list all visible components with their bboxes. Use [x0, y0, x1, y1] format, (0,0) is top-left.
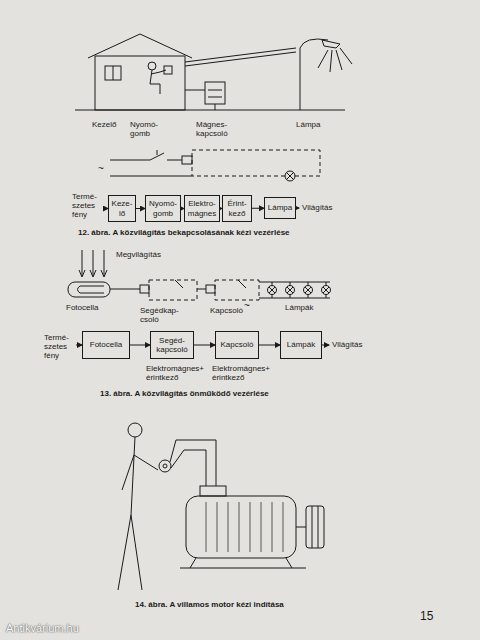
box-text: Nyomó- gomb — [148, 199, 178, 217]
watermark: Antikvárium.hu — [6, 622, 79, 635]
connector-arrow — [194, 345, 215, 346]
label-text: Nyomó- gomb — [130, 120, 160, 138]
motor-fin — [261, 502, 262, 552]
label-text: Fotocella — [66, 303, 98, 312]
process-box: Lámpák — [280, 331, 322, 359]
process-box: Segéd- kapcsoló — [150, 331, 194, 359]
output-arrow — [322, 345, 329, 346]
label-text: Lámpák — [285, 303, 313, 312]
label-text: Megvilágítás — [116, 250, 161, 259]
motor-fin — [239, 502, 240, 552]
label-text: Mágnes- kapcsoló — [196, 120, 238, 138]
label-text: ~ — [98, 163, 104, 175]
box-text: Kapcsoló — [221, 340, 254, 349]
label-text: Világítás — [332, 340, 363, 349]
box-text: Segéd- kapcsoló — [153, 336, 191, 354]
motor-fin — [228, 502, 229, 552]
process-box: Lámpa — [264, 197, 296, 219]
process-box: Kapcsoló — [215, 331, 259, 359]
motor-fin — [250, 502, 251, 552]
figure-caption: 12. ábra. A közvilágítás bekapcsolásának… — [78, 228, 290, 237]
process-box: Elektro- mágnes — [184, 195, 220, 222]
label-text: Kapcsoló — [210, 306, 243, 315]
process-box: Fotocella — [82, 331, 130, 359]
label-text: Lámpa — [296, 120, 320, 129]
label-text: Elektromágnes+ érintkező — [212, 364, 270, 382]
connector-arrow — [259, 345, 280, 346]
label-text: Segédkap- csoló — [140, 306, 182, 324]
process-box: Keze- lő — [108, 195, 136, 222]
process-box: Nyomó- gomb — [145, 195, 181, 222]
connector-arrow — [252, 208, 264, 209]
label-text: Világítás — [302, 203, 333, 212]
box-text: Lámpa — [268, 203, 292, 212]
box-text: Érint- kező — [225, 199, 249, 217]
label-text: 15 — [420, 610, 433, 624]
label-text: Kezelő — [92, 120, 116, 129]
label-text: Elektromágnes+ érintkező — [146, 364, 204, 382]
connector-arrow — [130, 345, 150, 346]
label-text: Termé- szetes fény — [44, 333, 74, 361]
label-text: ~ — [244, 300, 250, 312]
figure-caption: 14. ábra. A villamos motor kézi indítása — [135, 600, 284, 609]
figure-caption: 13. ábra. A közvilágítás önműködő vezérl… — [100, 389, 269, 398]
box-text: Keze- lő — [111, 199, 133, 217]
motor-fin — [283, 502, 284, 552]
motor-fin — [272, 502, 273, 552]
motor-fin — [217, 502, 218, 552]
connector-arrow — [136, 208, 145, 209]
box-text: Elektro- mágnes — [187, 199, 217, 217]
box-text: Fotocella — [90, 340, 122, 349]
label-text: Termé- szetes fény — [72, 192, 102, 220]
output-arrow — [296, 208, 299, 209]
motor-fin — [206, 502, 207, 552]
box-text: Lámpák — [287, 340, 315, 349]
process-box: Érint- kező — [222, 195, 252, 222]
